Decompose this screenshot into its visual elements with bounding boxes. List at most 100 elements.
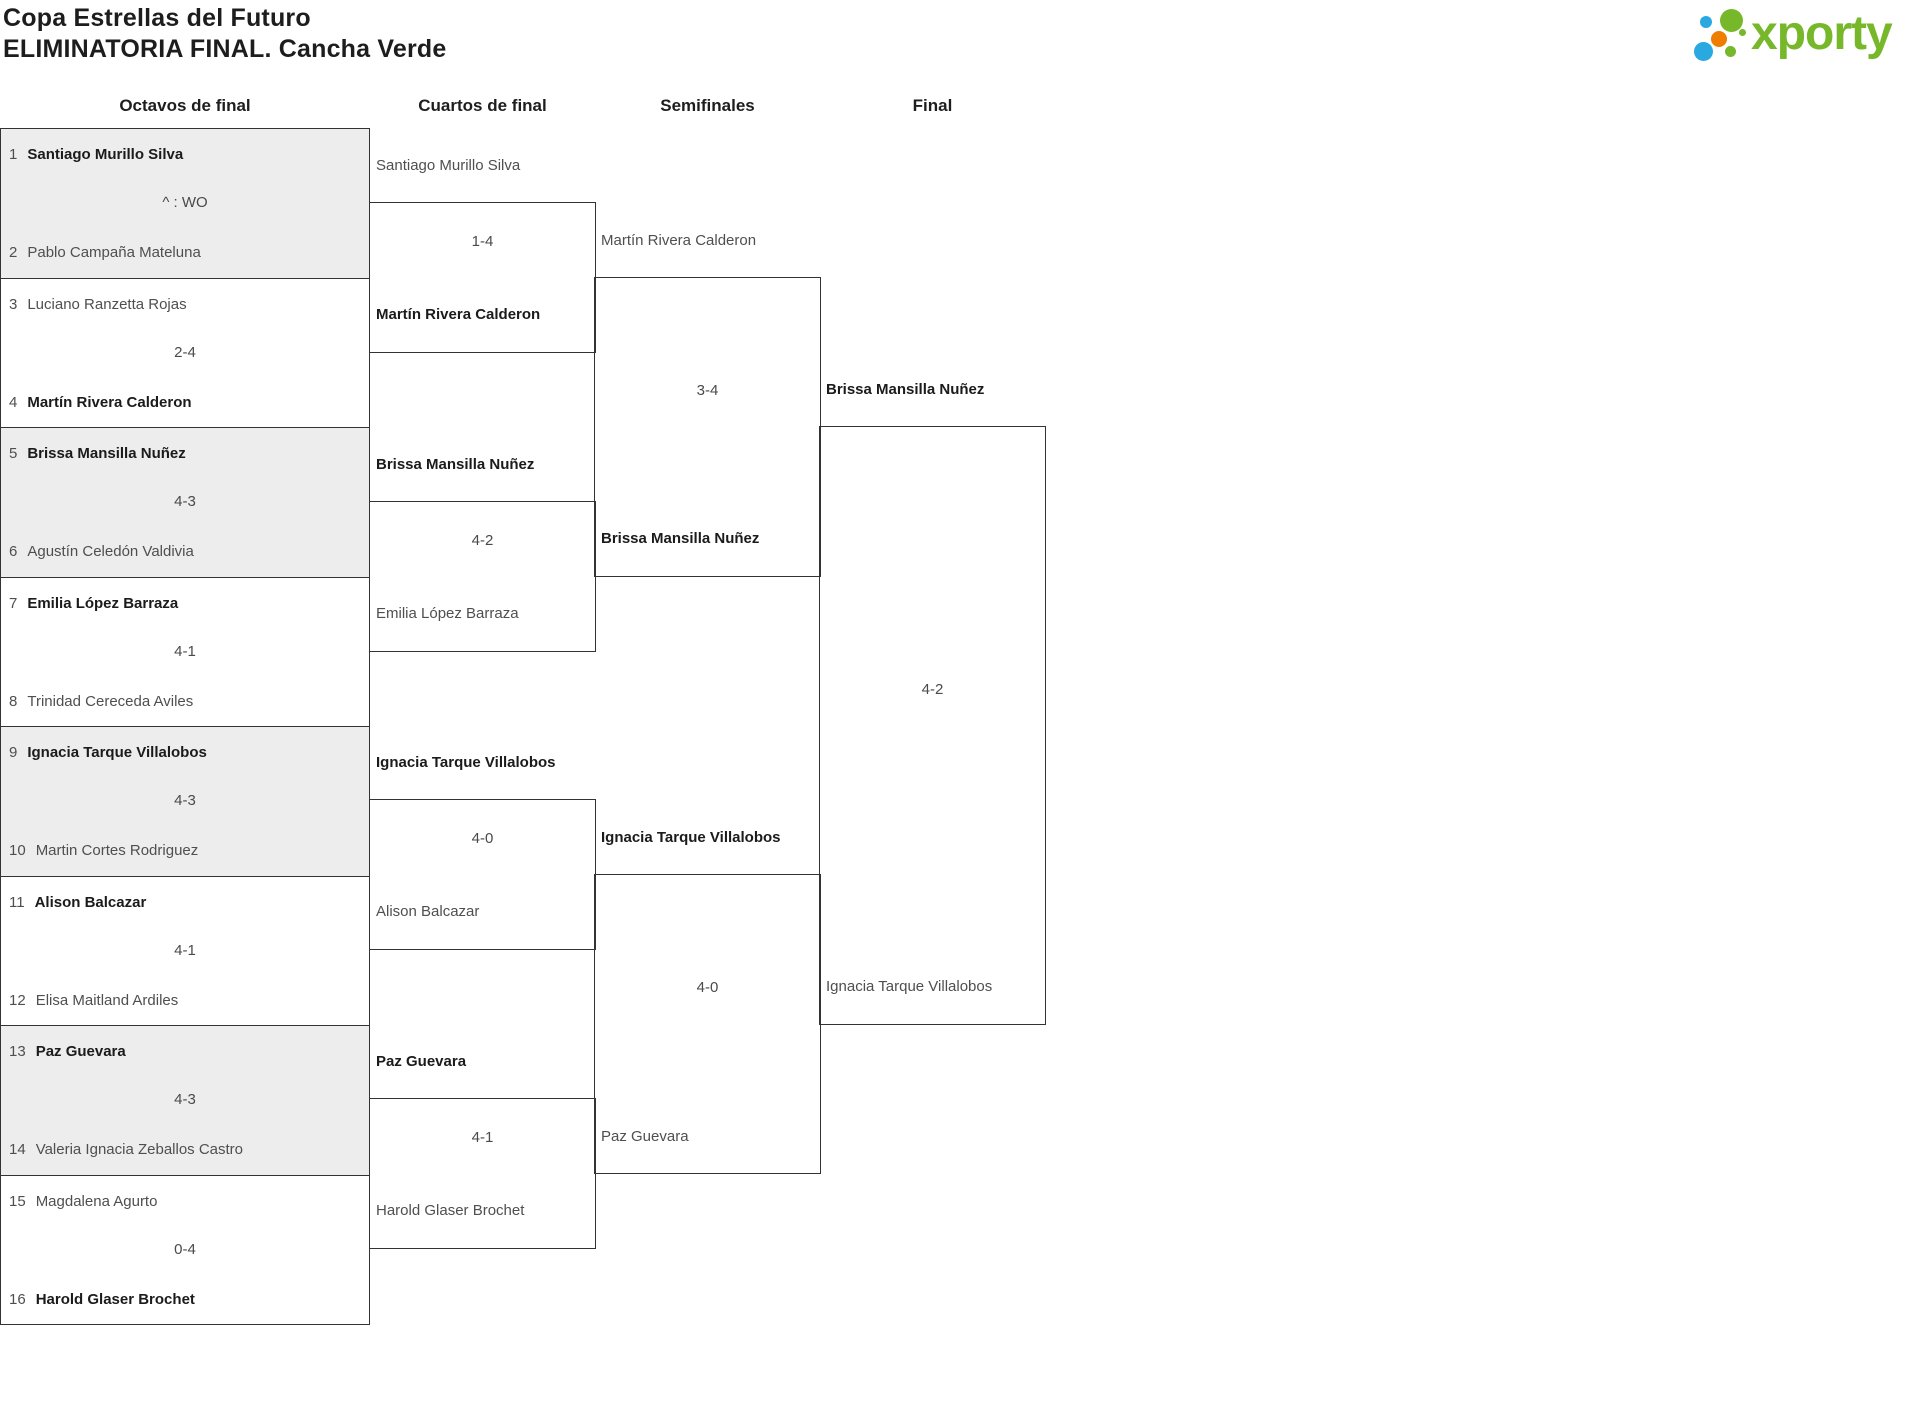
match-row: 12 Elisa Maitland Ardiles: [9, 991, 363, 1010]
octavos-match-2: 3 Luciano Ranzetta Rojas 2-4 4 Martín Ri…: [1, 278, 369, 428]
match-score: 0-4: [174, 1240, 196, 1258]
octavos-match-3: 5 Brissa Mansilla Nuñez 4-3 6 Agustín Ce…: [1, 428, 369, 578]
seed-number: 12: [9, 991, 26, 1009]
cuartos-entrant-label: Ignacia Tarque Villalobos: [376, 754, 556, 771]
cuartos-entrant-label: Santiago Murillo Silva: [376, 157, 521, 174]
semifinal-entrant-label: Brissa Mansilla Nuñez: [601, 530, 760, 547]
player-name: Paz Guevara: [35, 1043, 126, 1060]
cuartos-match-box-1: 1-4: [369, 202, 596, 353]
octavos-match-1: 1 Santiago Murillo Silva ^ : WO 2 Pablo …: [1, 129, 369, 279]
seed-number: 6: [9, 543, 18, 560]
seed-number: 4: [9, 393, 18, 411]
logo-dot-green-small: [1725, 46, 1736, 57]
match-score: 4-2: [921, 681, 944, 698]
semifinal-entrant-label: Martín Rivera Calderon: [601, 232, 757, 249]
match-row: 15 Magdalena Agurto: [9, 1192, 363, 1211]
seed-number: 15: [9, 1192, 26, 1210]
match-score: 4-0: [471, 830, 494, 847]
seed-number: 8: [9, 692, 18, 710]
player-name: Martin Cortes Rodriguez: [35, 842, 199, 859]
match-row: 6 Agustín Celedón Valdivia: [9, 542, 363, 561]
seed-number: 3: [9, 295, 18, 313]
cuartos-match-box-2: 4-2: [369, 501, 596, 652]
match-score: 4-1: [471, 1129, 494, 1146]
octavos-match-7: 13 Paz Guevara 4-3 14 Valeria Ignacia Ze…: [1, 1026, 369, 1176]
match-score: 4-3: [174, 493, 196, 510]
cuartos-entrant-label: Harold Glaser Brochet: [376, 1202, 525, 1219]
page-title: Copa Estrellas del Futuro ELIMINATORIA F…: [3, 3, 447, 65]
stage-name: ELIMINATORIA FINAL. Cancha Verde: [3, 35, 447, 63]
cuartos-entrant-label: Martín Rivera Calderon: [376, 306, 541, 323]
final-entrant-label: Ignacia Tarque Villalobos: [826, 978, 993, 995]
round-header-semifinales: Semifinales: [660, 96, 755, 115]
player-name: Ignacia Tarque Villalobos: [27, 744, 207, 761]
match-score: 4-1: [174, 941, 196, 959]
match-score: 3-4: [696, 382, 719, 399]
seed-number: 2: [9, 244, 18, 261]
match-row: 11 Alison Balcazar: [9, 893, 363, 912]
seed-number: 10: [9, 842, 26, 859]
player-name: Luciano Ranzetta Rojas: [27, 295, 187, 313]
match-score: 2-4: [174, 343, 196, 361]
seed-number: 14: [9, 1141, 26, 1158]
match-row: 2 Pablo Campaña Mateluna: [9, 243, 363, 262]
round-header-final: Final: [912, 96, 953, 115]
seed-number: 5: [9, 445, 18, 462]
seed-number: 13: [9, 1043, 26, 1060]
match-score: 4-0: [696, 979, 719, 996]
player-name: Elisa Maitland Ardiles: [35, 991, 179, 1009]
semifinal-match-box-1: 3-4: [594, 277, 821, 577]
seed-number: 11: [9, 893, 25, 911]
octavos-column: 1 Santiago Murillo Silva ^ : WO 2 Pablo …: [0, 128, 370, 1325]
cuartos-entrant-label: Alison Balcazar: [376, 903, 480, 920]
cuartos-entrant-label: Brissa Mansilla Nuñez: [376, 456, 535, 473]
player-name: Trinidad Cereceda Aviles: [27, 692, 194, 710]
player-name: Harold Glaser Brochet: [35, 1290, 195, 1308]
logo-dot-green-tiny: [1739, 29, 1746, 36]
cuartos-entrant-label: Emilia López Barraza: [376, 605, 519, 622]
seed-number: 1: [9, 146, 18, 163]
octavos-match-4: 7 Emilia López Barraza 4-1 8 Trinidad Ce…: [1, 577, 369, 727]
player-name: Pablo Campaña Mateluna: [27, 244, 201, 261]
match-row: 1 Santiago Murillo Silva: [9, 145, 363, 164]
match-row: 3 Luciano Ranzetta Rojas: [9, 295, 363, 314]
octavos-match-8: 15 Magdalena Agurto 0-4 16 Harold Glaser…: [1, 1175, 369, 1324]
match-row: 7 Emilia López Barraza: [9, 594, 363, 613]
xporty-logo[interactable]: xporty: [1690, 0, 1920, 70]
cuartos-match-box-4: 4-1: [369, 1098, 596, 1249]
match-row: 4 Martín Rivera Calderon: [9, 393, 363, 412]
match-row: 5 Brissa Mansilla Nuñez: [9, 444, 363, 463]
seed-number: 9: [9, 744, 18, 761]
logo-dot-blue-large: [1694, 42, 1713, 61]
match-score: 4-3: [174, 792, 196, 809]
final-match-box: 4-2: [819, 426, 1046, 1025]
logo-dot-orange: [1711, 31, 1727, 47]
match-row: 13 Paz Guevara: [9, 1042, 363, 1061]
cuartos-entrant-label: Paz Guevara: [376, 1053, 467, 1070]
match-row: 14 Valeria Ignacia Zeballos Castro: [9, 1140, 363, 1159]
player-name: Santiago Murillo Silva: [27, 146, 184, 163]
match-row: 16 Harold Glaser Brochet: [9, 1290, 363, 1309]
player-name: Agustín Celedón Valdivia: [27, 543, 194, 560]
octavos-match-6: 11 Alison Balcazar 4-1 12 Elisa Maitland…: [1, 876, 369, 1026]
match-row: 10 Martin Cortes Rodriguez: [9, 841, 363, 860]
round-header-octavos: Octavos de final: [119, 96, 251, 115]
player-name: Brissa Mansilla Nuñez: [27, 445, 186, 462]
logo-wordmark: xporty: [1751, 7, 1893, 60]
final-entrant-label: Brissa Mansilla Nuñez: [826, 381, 985, 398]
round-header-cuartos: Cuartos de final: [418, 96, 547, 115]
semifinal-entrant-label: Paz Guevara: [601, 1128, 689, 1145]
tournament-name: Copa Estrellas del Futuro: [3, 4, 311, 32]
player-name: Emilia López Barraza: [27, 594, 179, 612]
player-name: Alison Balcazar: [34, 893, 147, 911]
match-score: 4-3: [174, 1091, 196, 1108]
player-name: Valeria Ignacia Zeballos Castro: [35, 1141, 244, 1158]
match-score: 1-4: [471, 233, 494, 250]
player-name: Martín Rivera Calderon: [27, 393, 192, 411]
logo-dot-blue-small: [1700, 16, 1712, 28]
match-score: 4-1: [174, 642, 196, 660]
octavos-match-5: 9 Ignacia Tarque Villalobos 4-3 10 Marti…: [1, 727, 369, 877]
cuartos-match-box-3: 4-0: [369, 799, 596, 950]
seed-number: 7: [9, 594, 18, 612]
